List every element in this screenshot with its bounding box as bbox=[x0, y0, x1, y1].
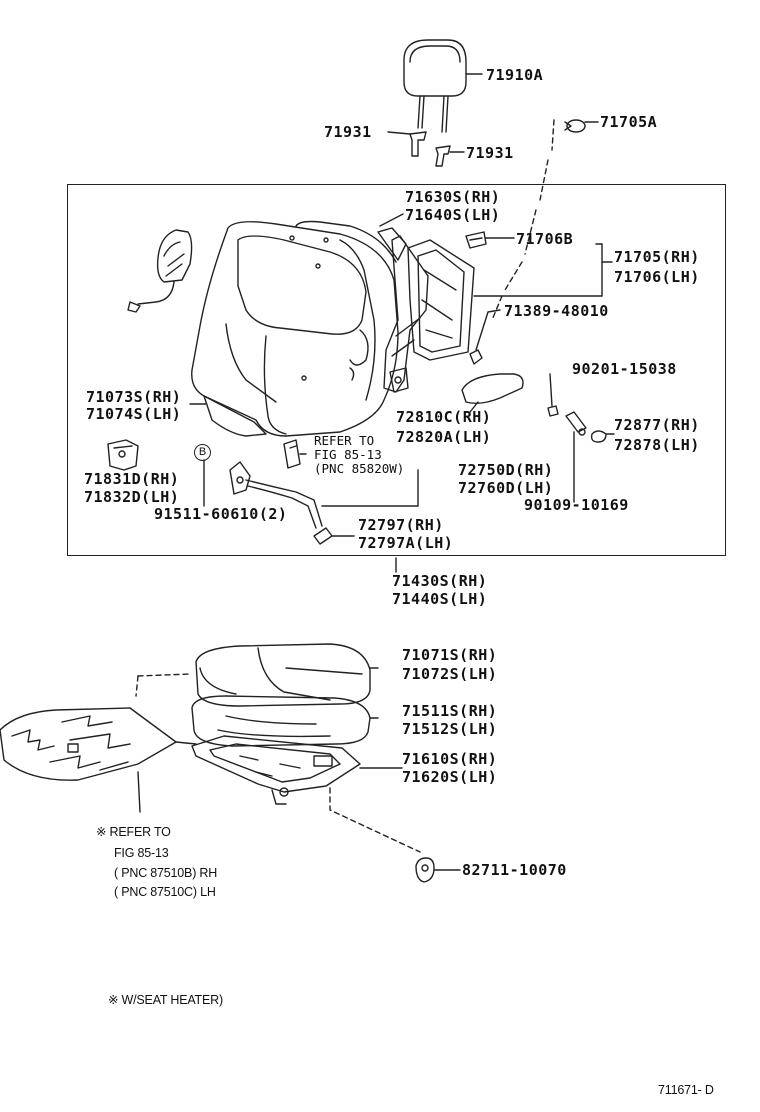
refer-note-line3: (PNC 85820W) bbox=[314, 461, 405, 476]
label-clip-71705a: 71705A bbox=[600, 113, 658, 131]
knob-drawing bbox=[461, 373, 524, 413]
label-back-pad-lh: 71640S(LH) bbox=[405, 206, 501, 224]
label-guide-left: 71931 bbox=[324, 123, 372, 141]
note-seat-heater: ※ W/SEAT HEATER) bbox=[108, 993, 223, 1007]
frame-bracket-lines bbox=[595, 243, 613, 297]
label-screw-90109: 90109-10169 bbox=[524, 496, 629, 514]
label-frame-lh: 71706(LH) bbox=[614, 268, 700, 286]
heater-pad-drawing bbox=[127, 229, 193, 313]
label-cushion-frame-rh: 71610S(RH) bbox=[402, 750, 498, 768]
note-refer-mark: ※ REFER TO bbox=[96, 825, 171, 839]
headrest-guide-drawings bbox=[387, 131, 465, 167]
cushion-pad-drawing bbox=[191, 695, 379, 747]
label-cushion-pad-rh: 71511S(RH) bbox=[402, 702, 498, 720]
label-back-assy-rh: 71430S(RH) bbox=[392, 572, 488, 590]
heater-mat-drawing bbox=[0, 673, 197, 813]
label-hinge-cover-rh: 71831D(RH) bbox=[84, 470, 180, 488]
b-marker: B bbox=[194, 444, 211, 461]
hinge-cover-drawing bbox=[107, 439, 139, 471]
label-lever-lh: 72797A(LH) bbox=[358, 534, 454, 552]
cushion-frame-drawing bbox=[191, 735, 421, 853]
cable-and-lever-drawing bbox=[229, 439, 419, 545]
label-cable-rh: 72750D(RH) bbox=[458, 461, 554, 479]
label-cushion-cover-lh: 71072S(LH) bbox=[402, 665, 498, 683]
label-cover-lh: 71074S(LH) bbox=[86, 405, 182, 423]
label-back-pad-rh: 71630S(RH) bbox=[405, 188, 501, 206]
label-cap-rh: 72877(RH) bbox=[614, 416, 700, 434]
label-cap-lh: 72878(LH) bbox=[614, 436, 700, 454]
label-knob-rh: 72810C(RH) bbox=[396, 408, 492, 426]
bolt-71389-drawing bbox=[469, 309, 501, 365]
seat-back-drawing bbox=[189, 220, 399, 437]
note-refer-pnc-rh: ( PNC 87510B) RH bbox=[114, 866, 218, 880]
screw-and-cap-drawing bbox=[547, 373, 615, 503]
clip-71706b-drawing bbox=[465, 231, 515, 249]
seat-back-assembly-box bbox=[67, 184, 726, 556]
label-cable-lh: 72760D(LH) bbox=[458, 479, 554, 497]
headrest-drawing bbox=[403, 39, 483, 133]
label-screw-90201: 90201-15038 bbox=[572, 360, 677, 378]
label-hinge-cover-lh: 71832D(LH) bbox=[84, 488, 180, 506]
label-cushion-cover-rh: 71071S(RH) bbox=[402, 646, 498, 664]
figure-id: 711671- D bbox=[658, 1083, 714, 1097]
cushion-cover-drawing bbox=[195, 643, 379, 707]
label-bolt: 71389-48010 bbox=[504, 302, 609, 320]
label-cushion-pad-lh: 71512S(LH) bbox=[402, 720, 498, 738]
clip-71705a-drawing bbox=[491, 119, 599, 321]
note-refer-fig: FIG 85-13 bbox=[114, 846, 169, 860]
note-refer-pnc-lh: ( PNC 87510C) LH bbox=[114, 885, 216, 899]
label-cover-rh: 71073S(RH) bbox=[86, 388, 182, 406]
label-screw-91511: 91511-60610(2) bbox=[154, 505, 288, 523]
label-lever-rh: 72797(RH) bbox=[358, 516, 444, 534]
refer-note-line2: FIG 85-13 bbox=[314, 447, 382, 462]
label-back-assy-lh: 71440S(LH) bbox=[392, 590, 488, 608]
label-knob-lh: 72820A(LH) bbox=[396, 428, 492, 446]
fastener-82711-drawing bbox=[415, 857, 461, 883]
label-headrest: 71910A bbox=[486, 66, 544, 84]
seat-back-frame-drawing bbox=[377, 213, 603, 393]
label-frame-rh: 71705(RH) bbox=[614, 248, 700, 266]
label-clip-71706b: 71706B bbox=[516, 230, 574, 248]
label-guide-right: 71931 bbox=[466, 144, 514, 162]
label-cushion-frame-lh: 71620S(LH) bbox=[402, 768, 498, 786]
refer-note-line1: REFER TO bbox=[314, 433, 375, 448]
label-fastener: 82711-10070 bbox=[462, 861, 567, 879]
